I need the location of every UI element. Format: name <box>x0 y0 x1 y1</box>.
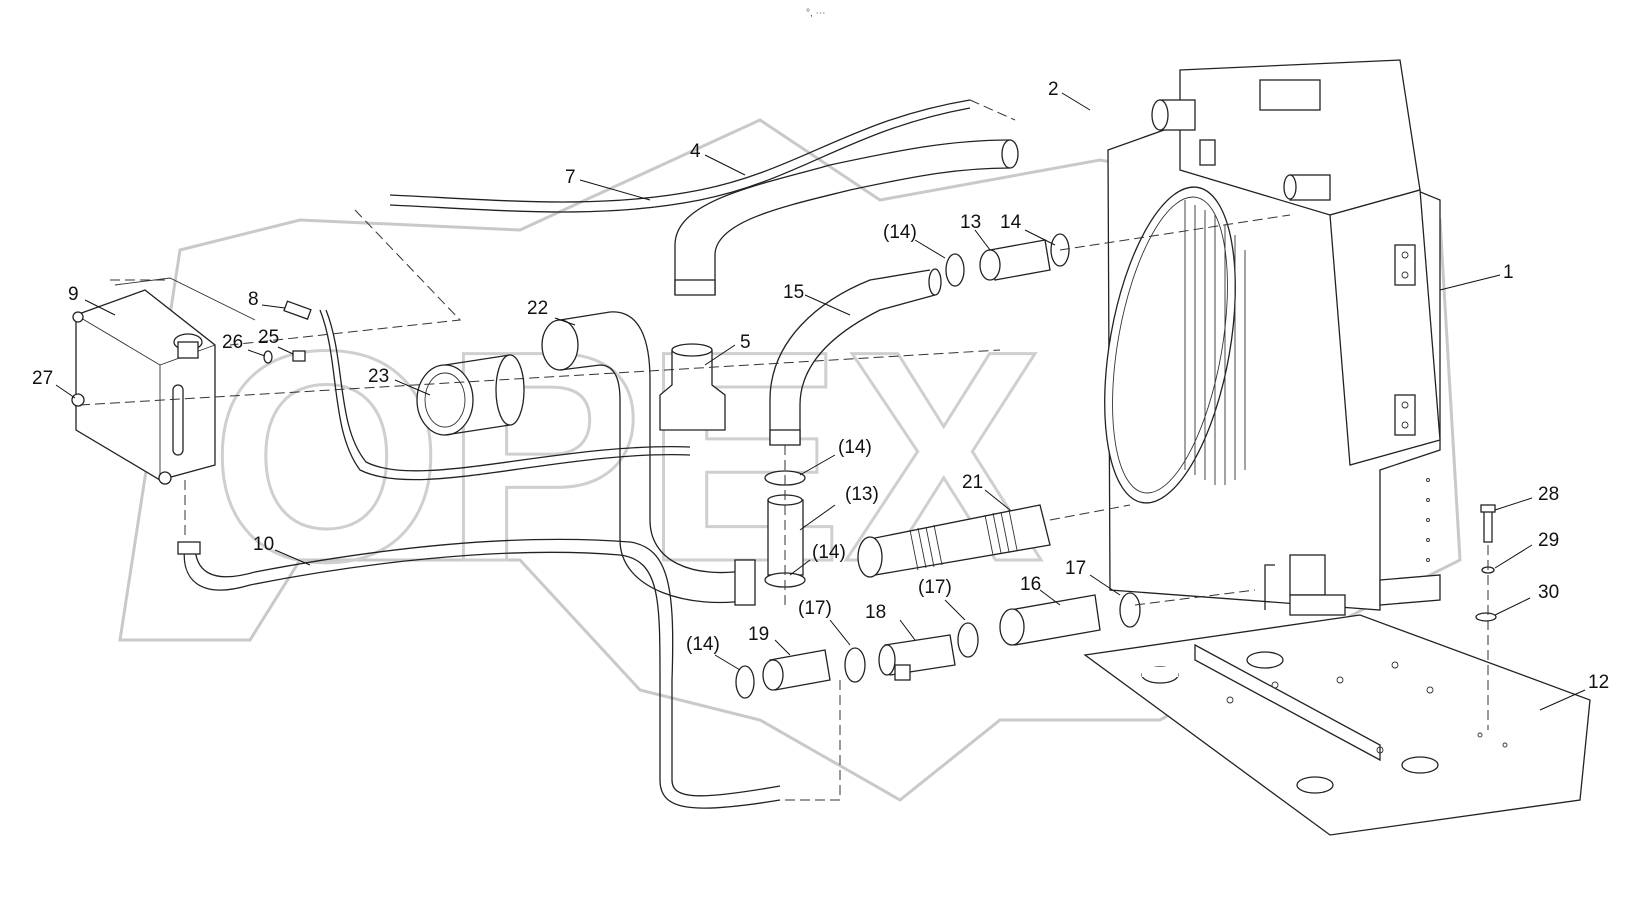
expansion-tank <box>71 277 256 485</box>
callout-14-paren-mid: (14) <box>838 437 872 458</box>
top-mark: °, ⋯ <box>806 8 826 19</box>
callout-16: 16 <box>1020 574 1041 595</box>
callout-2: 2 <box>1048 79 1059 100</box>
callout-28: 28 <box>1538 484 1559 505</box>
callout-12: 12 <box>1588 672 1609 693</box>
callout-labels: 1 2 4 5 7 8 9 10 12 13 (13) (14) 14 (14)… <box>32 79 1609 693</box>
callout-17-paren-left: (17) <box>798 598 832 619</box>
callout-14-paren-left: (14) <box>686 634 720 655</box>
callout-5: 5 <box>740 332 751 353</box>
callout-7: 7 <box>565 167 576 188</box>
callout-25: 25 <box>258 327 279 348</box>
hose-lines <box>79 99 1291 809</box>
callout-23: 23 <box>368 366 389 387</box>
callout-14-paren-top: (14) <box>883 222 917 243</box>
callout-30: 30 <box>1538 582 1559 603</box>
bolt-hardware <box>1475 504 1497 730</box>
callout-15: 15 <box>783 282 804 303</box>
callout-17-paren-right: (17) <box>918 577 952 598</box>
callout-18: 18 <box>865 602 886 623</box>
leader-lines <box>55 92 1586 711</box>
callout-4: 4 <box>690 141 701 162</box>
callout-10: 10 <box>253 534 274 555</box>
radiator-assembly <box>1104 59 1441 616</box>
callout-27: 27 <box>32 368 53 389</box>
mounting-plate <box>1083 614 1591 836</box>
callout-29: 29 <box>1538 530 1559 551</box>
callout-19: 19 <box>748 624 769 645</box>
small-fittings <box>263 300 312 364</box>
callout-8: 8 <box>248 289 259 310</box>
callout-26: 26 <box>222 332 243 353</box>
callout-14-top: 14 <box>1000 212 1022 233</box>
callout-13-paren: (13) <box>845 484 879 505</box>
callout-17: 17 <box>1065 558 1086 579</box>
callout-22: 22 <box>527 298 548 319</box>
callout-14-paren-low: (14) <box>812 542 846 563</box>
callout-9: 9 <box>68 284 79 305</box>
callout-21: 21 <box>962 472 983 493</box>
callout-1: 1 <box>1503 262 1514 283</box>
callout-13: 13 <box>960 212 981 233</box>
